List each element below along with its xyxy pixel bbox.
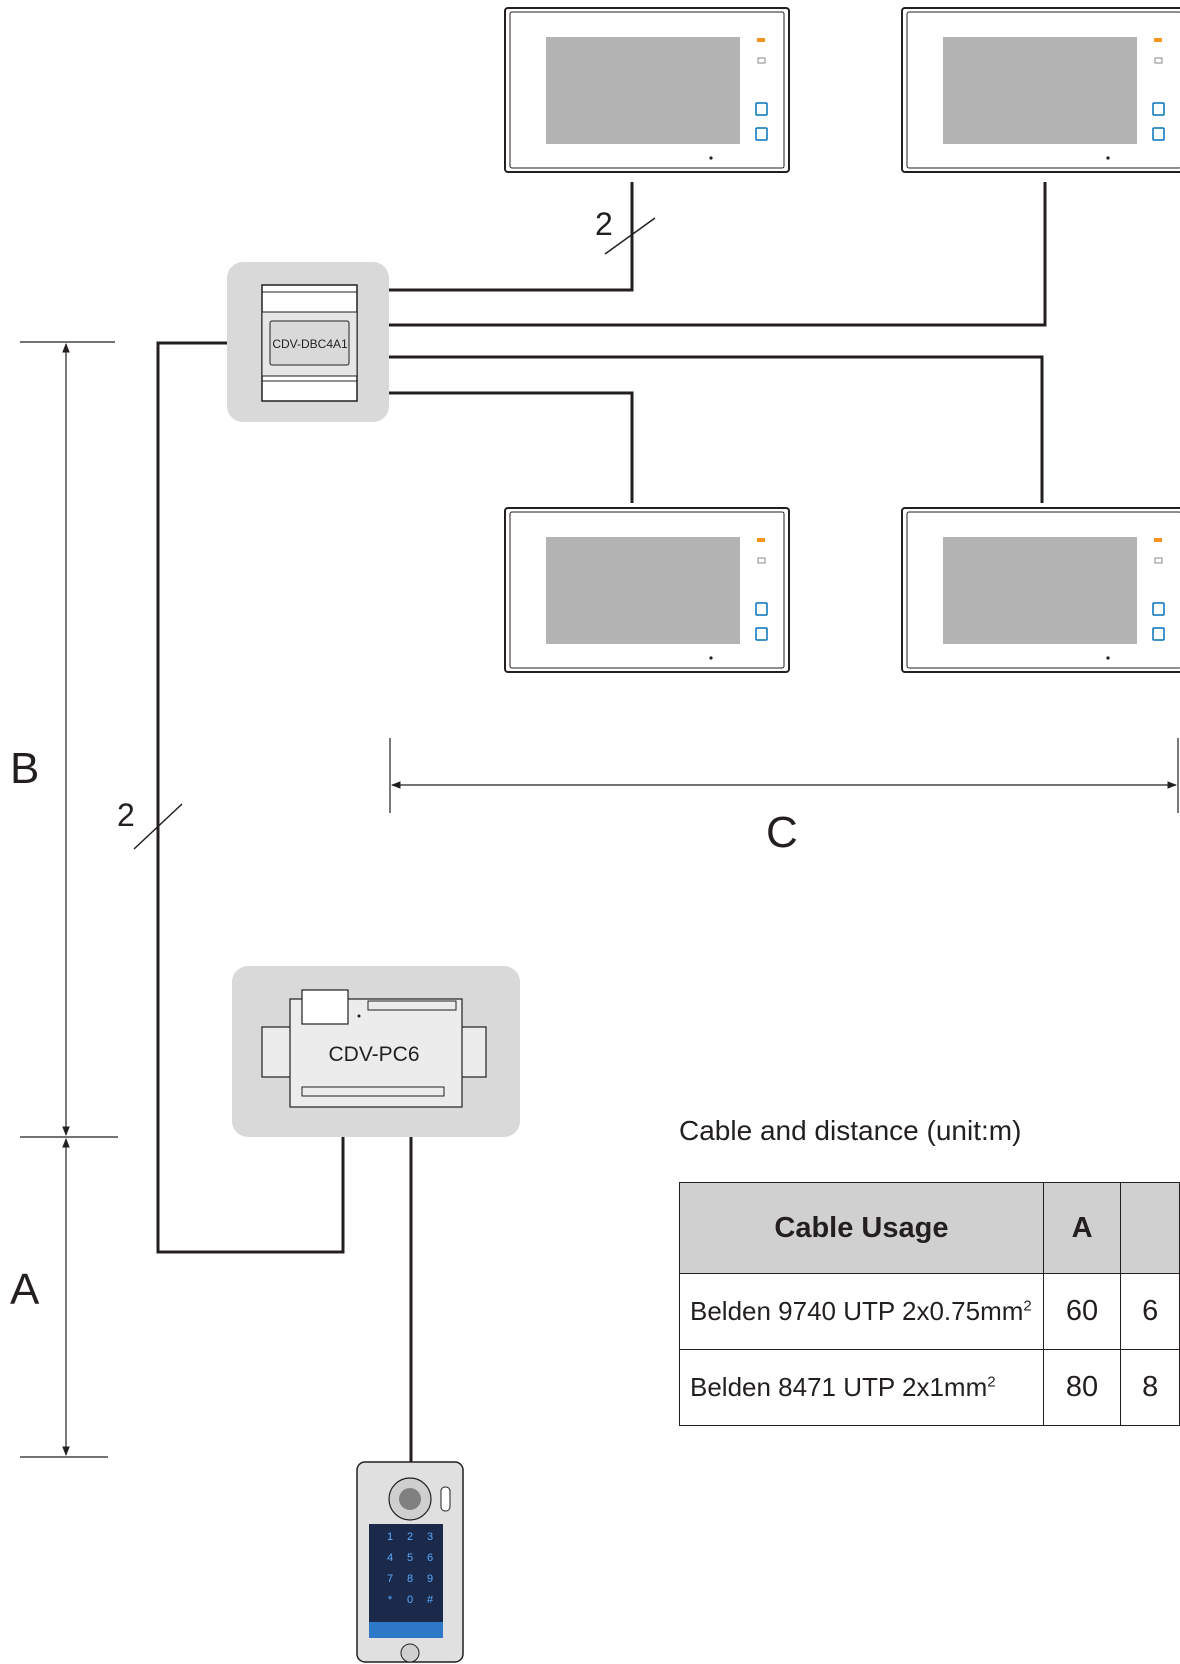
table-header-row: Cable Usage A — [679, 1182, 1180, 1274]
table-row: Belden 9740 UTP 2x0.75mm2 60 6 — [679, 1273, 1180, 1350]
cell-usage: Belden 9740 UTP 2x0.75mm2 — [679, 1273, 1044, 1350]
cell-b: 6 — [1120, 1273, 1180, 1350]
header-a: A — [1042, 1182, 1122, 1274]
cable-distance-table: Cable Usage A Belden 9740 UTP 2x0.75mm2 … — [679, 1182, 1180, 1426]
monitor-bottom-left — [504, 507, 790, 673]
header-b — [1120, 1182, 1180, 1274]
cell-usage: Belden 8471 UTP 2x1mm2 — [679, 1349, 1044, 1426]
cell-a: 80 — [1042, 1349, 1122, 1426]
keypad-key: 6 — [427, 1552, 433, 1564]
keypad-key: 3 — [427, 1531, 433, 1543]
dimension-lines — [20, 341, 1179, 1458]
wire-count-slash-monitor — [604, 217, 656, 255]
keypad-key: # — [427, 1594, 434, 1606]
dimension-label-b: B — [10, 744, 39, 793]
door-station: 1 2 3 4 5 6 7 8 9 * 0 # — [356, 1461, 464, 1663]
keypad: 1 2 3 4 5 6 7 8 9 * 0 # — [387, 1531, 434, 1606]
dimension-label-c: C — [766, 808, 798, 857]
keypad-key: * — [388, 1594, 393, 1606]
distributor-label: CDV-DBC4A1 — [272, 337, 348, 351]
table-row: Belden 8471 UTP 2x1mm2 80 8 — [679, 1349, 1180, 1426]
wire-count-monitor: 2 — [595, 206, 613, 242]
table-caption: Cable and distance (unit:m) — [679, 1115, 1021, 1146]
keypad-key: 4 — [387, 1552, 393, 1564]
wire-count-slash-bus — [133, 803, 183, 850]
distributor-device: CDV-DBC4A1 — [227, 262, 389, 422]
keypad-key: 8 — [407, 1573, 413, 1585]
keypad-key: 0 — [407, 1594, 413, 1606]
cell-b: 8 — [1120, 1349, 1180, 1426]
power-supply-label: CDV-PC6 — [328, 1043, 419, 1066]
monitor-top-left — [504, 7, 790, 173]
keypad-key: 9 — [427, 1573, 433, 1585]
monitor-top-right — [901, 7, 1180, 173]
cell-a: 60 — [1042, 1273, 1122, 1350]
monitor-bottom-right — [901, 507, 1180, 673]
power-supply-device: CDV-PC6 — [232, 966, 520, 1137]
keypad-key: 5 — [407, 1552, 413, 1564]
keypad-key: 7 — [387, 1573, 393, 1585]
header-cable-usage: Cable Usage — [679, 1182, 1044, 1274]
wire-count-bus: 2 — [117, 797, 135, 833]
wiring — [156, 182, 1047, 1462]
keypad-key: 2 — [407, 1531, 413, 1543]
keypad-key: 1 — [387, 1531, 393, 1543]
dimension-label-a: A — [10, 1265, 40, 1314]
